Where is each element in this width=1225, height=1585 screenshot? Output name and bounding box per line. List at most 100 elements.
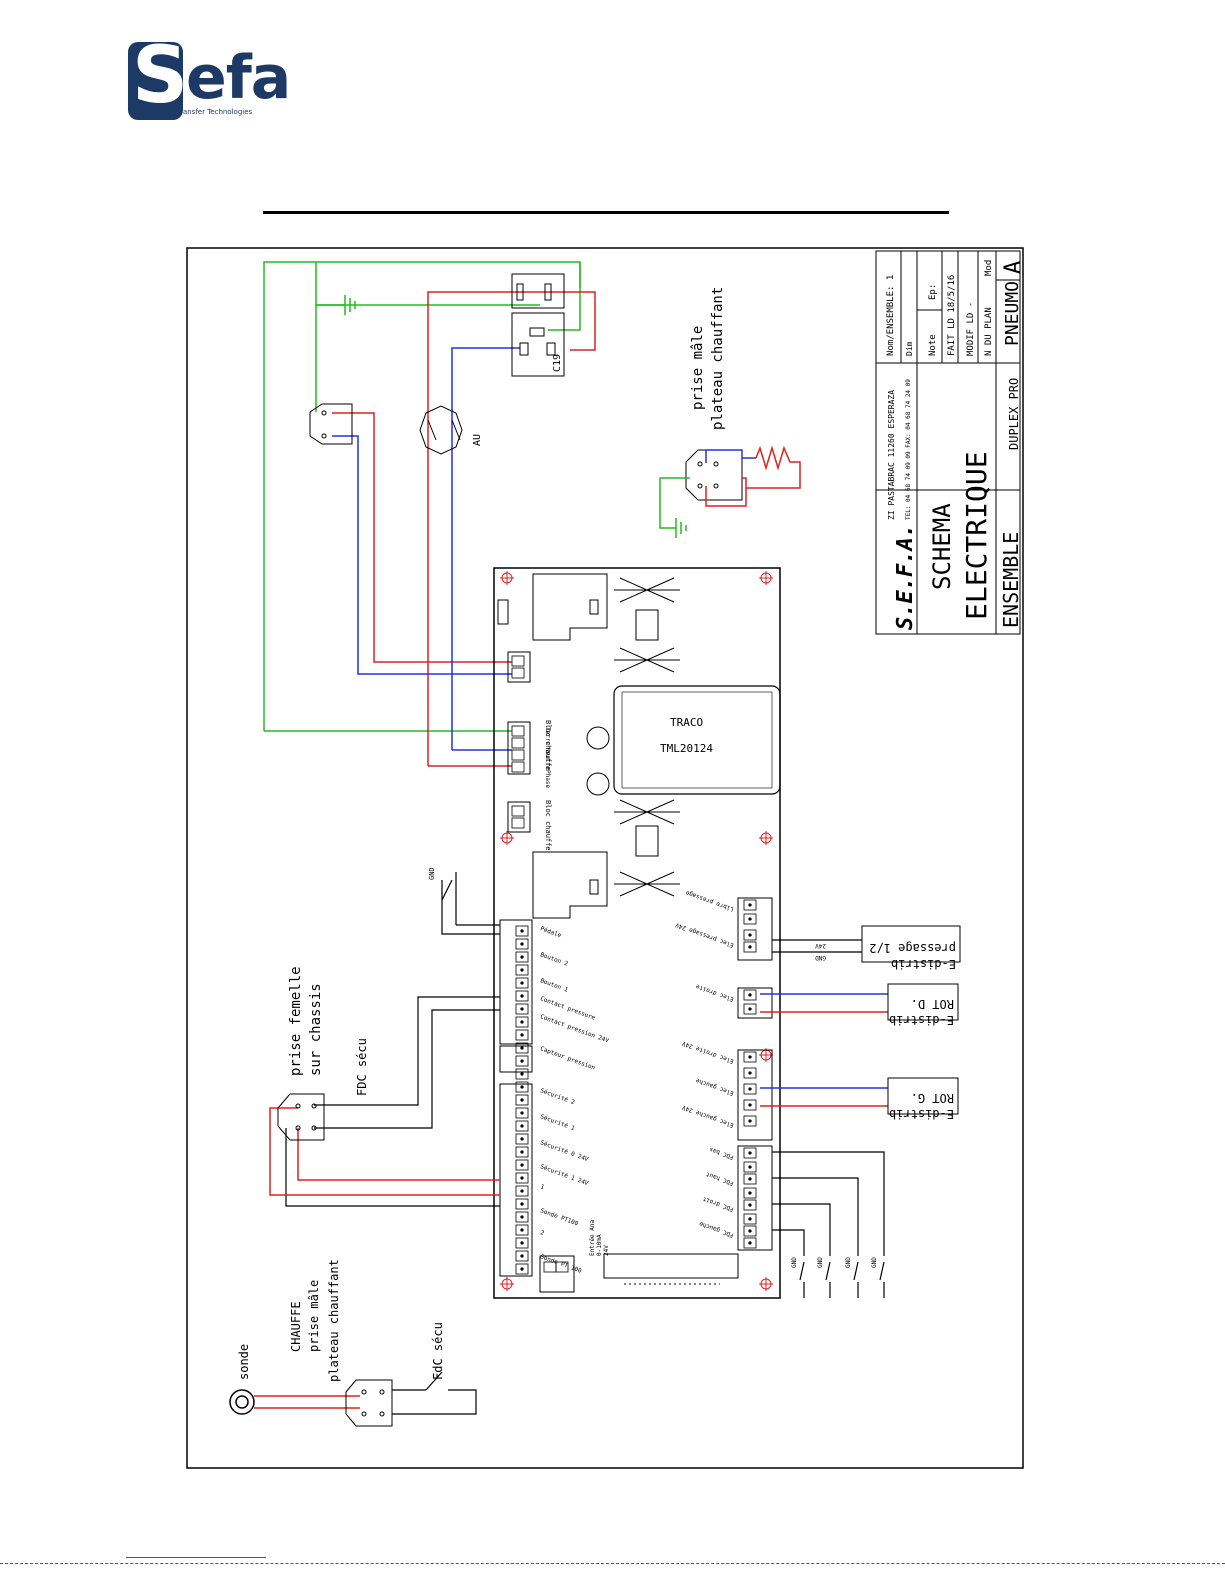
connector-pin-dot [748, 903, 752, 907]
connector-pin-dot [520, 1176, 524, 1180]
cartouche-note: Note [928, 334, 938, 356]
connector-pin [515, 1263, 529, 1275]
chauffe-label: CHAUFFE [289, 1301, 303, 1352]
board-right-label: Elec droite 24V [681, 1039, 735, 1064]
connector-pin-dot [748, 1151, 752, 1155]
connector-pin [515, 1224, 529, 1236]
au-emergency-stop [419, 405, 463, 455]
c19-label: C19 [552, 354, 563, 372]
connector-pin [743, 1051, 757, 1063]
traco-label-1: TRACO [670, 716, 703, 729]
connector-pin [743, 913, 757, 925]
cartouche-nom-ensemble: Nom/ENSEMBLE: 1 [886, 275, 896, 356]
connector-pin [515, 1003, 529, 1015]
cartouche-phone: TEL: 04 68 74 09 09 FAX: 04 68 74 24 09 [905, 379, 912, 520]
fdc-red-wiring [269, 1107, 500, 1196]
earth-wiring [263, 261, 581, 732]
connector-pin-dot [520, 1150, 524, 1154]
connector-pin [743, 1199, 757, 1211]
logo-box: S [128, 36, 188, 120]
board-right-label: FDC haut [705, 1170, 735, 1187]
plateau-chauffant-label: plateau chauffant [710, 287, 726, 430]
board-right-label: Elec pressage 24V [674, 921, 734, 949]
connector-pin [743, 1147, 757, 1159]
connector-pin-dot [520, 1111, 524, 1115]
connector-pin [743, 989, 757, 1001]
connector-pin [515, 964, 529, 976]
title-block: S.E.F.A. ZI PASTABRAC 11260 ESPERAZA TEL… [875, 250, 1026, 635]
terminal-pin [511, 817, 525, 829]
cartouche-plan-number: PNEUMO [1002, 281, 1023, 346]
connector-pin-dot [520, 981, 524, 985]
connector-pin-dot [520, 942, 524, 946]
terminal-pin [511, 761, 525, 773]
plateau-resistor [742, 445, 801, 489]
connector-pin-dot [748, 1241, 752, 1245]
gnd-label-fdc-2: GND [817, 1257, 824, 1268]
board-right-label: Elec gauche [695, 1076, 735, 1096]
connector-pin [743, 1213, 757, 1225]
au-label: AU [472, 434, 483, 446]
connector-pin [743, 1115, 757, 1127]
board-left-label: Bouton 1 [539, 977, 569, 994]
fdc-secu-2-label: FdC sécu [431, 1322, 445, 1380]
cartouche-brand: S.E.F.A. [893, 524, 918, 630]
connector-pin-dot [748, 1055, 752, 1059]
logo-tagline: Heat Transfer Technologies [158, 108, 253, 116]
cartouche-product: DUPLEX PRO [1007, 378, 1021, 450]
connector-pin-dot [748, 1229, 752, 1233]
sonde-probe [229, 1389, 255, 1415]
connector-pin-dot [520, 1124, 524, 1128]
terre-label: Terre [544, 727, 551, 745]
board-right-label: Elec droite [695, 982, 735, 1002]
connector-pin-dot [520, 1267, 524, 1271]
terminal-pin [511, 725, 525, 737]
bloc-chauffe-label-1: Bloc chauffe [544, 720, 552, 771]
pcb-left-pins [511, 655, 569, 1275]
board-left-label: Sécurité 0 24V [539, 1139, 589, 1163]
logo-text: efa [186, 43, 291, 113]
connector-pin [515, 1029, 529, 1041]
connector-pin [743, 899, 757, 911]
connector-pin-dot [520, 1033, 524, 1037]
entree-ana-label: Entrée Ana [589, 1219, 596, 1256]
edistrib-pressage-label-1: E-distrib [891, 957, 956, 971]
edistrib-pressage-label-2: pressage 1/2 [869, 941, 956, 955]
board-left-label: Contact pression 24V [539, 1013, 610, 1044]
board-left-label: Pédale [539, 925, 562, 939]
connector-pin [515, 1250, 529, 1262]
edistrib-rotd-wiring [760, 993, 888, 1013]
cartouche-mod: Mod [984, 260, 994, 276]
edistrib-pressage-box [861, 925, 961, 963]
plateau-plug-top [685, 449, 743, 501]
gnd-label-pressage: GND [815, 954, 826, 961]
board-right-label: FDC droit [701, 1195, 734, 1213]
connector-pin [515, 1185, 529, 1197]
connector-pin-dot [520, 1020, 524, 1024]
connector-pin [743, 941, 757, 953]
connector-pin [743, 1237, 757, 1249]
mains-plug [309, 403, 353, 445]
board-right-label: FDC gauche [698, 1220, 735, 1239]
terminal-pin [511, 749, 525, 761]
connector-pin-dot [748, 1191, 752, 1195]
connector-pin-dot [520, 1241, 524, 1245]
c19-socket [511, 273, 565, 377]
connector-pin-dot [520, 1072, 524, 1076]
connector-pin-dot [520, 994, 524, 998]
board-left-label: 2 [539, 1229, 545, 1237]
plateau-earth-wire [659, 477, 690, 529]
connector-pin [743, 1161, 757, 1173]
connector-pin-dot [748, 1177, 752, 1181]
connector-pin [743, 1225, 757, 1237]
connector-pin [743, 1099, 757, 1111]
footer-link [126, 1557, 266, 1558]
connector-pin [743, 929, 757, 941]
edistrib-rotd-box [887, 983, 959, 1021]
connector-pin-dot [748, 1087, 752, 1091]
logo-letter: S [132, 31, 189, 121]
drawing-frame [186, 247, 1024, 1469]
cartouche-fait: FAIT LD 18/5/16 [947, 275, 957, 356]
board-right-label: Elec gauche 24V [681, 1103, 735, 1128]
